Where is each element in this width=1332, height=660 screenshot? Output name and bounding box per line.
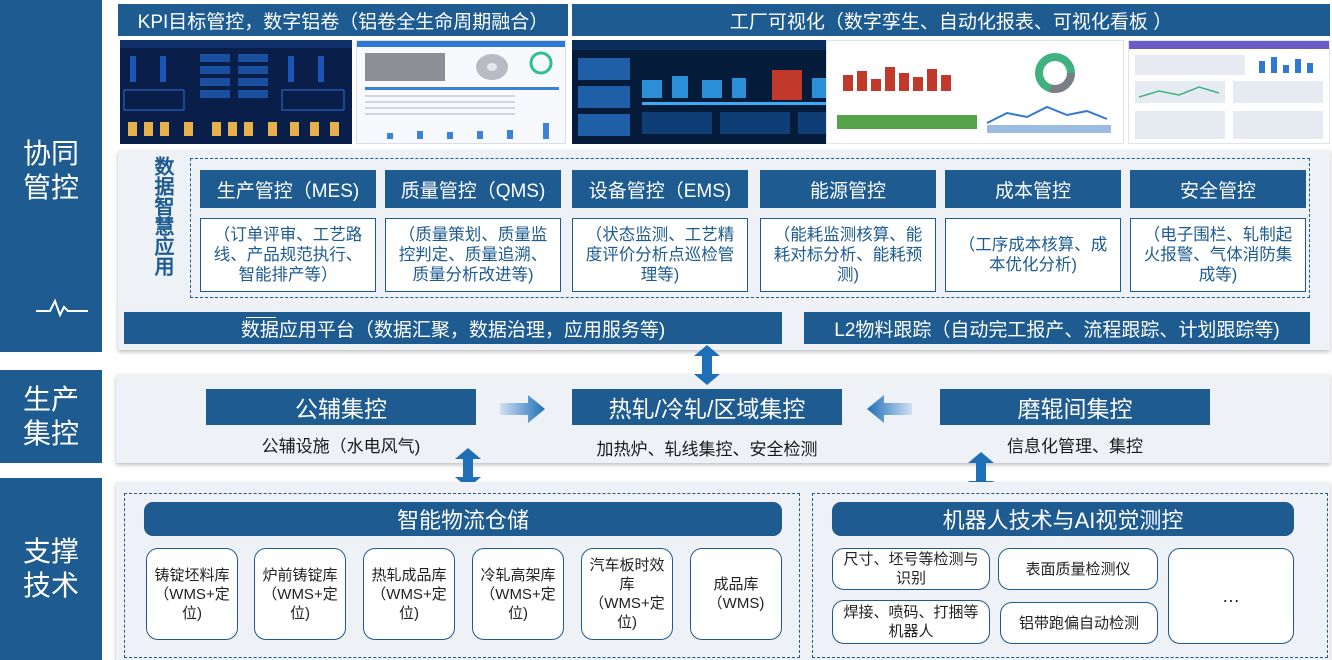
modules-dashed-frame	[190, 158, 1310, 298]
module-desc-ems: （状态监测、工艺精度评价分析点巡检管理等)	[572, 218, 748, 292]
report-thumbnail	[826, 40, 1124, 144]
logistics-title-bar: 智能物流仓储	[144, 502, 782, 536]
factory-header-text: 工厂可视化（数字孪生、自动化报表、可视化看板 ）	[729, 11, 1173, 33]
rolling-control-title: 热轧/冷轧/区域集控	[608, 396, 806, 422]
section-label-production-control: 生产 集控	[0, 370, 102, 463]
warehouse-cold-highbay: 冷轧高架库（WMS+定位)	[472, 548, 564, 640]
data-app-vertical-label: 数据智慧应用	[144, 156, 174, 276]
kpi-header: KPI目标管控，数字铝卷（铝卷全生命周期融合）	[118, 4, 568, 36]
l2-bar: L2物料跟踪（自动完工报产、流程跟踪、计划跟踪等)	[804, 312, 1310, 344]
warehouse-ingot-blank: 铸锭坯料库（WMS+定位)	[146, 548, 238, 640]
arrow-left-icon	[867, 395, 912, 423]
arrow-right-icon	[500, 395, 545, 423]
utility-control-box: 公辅集控	[206, 389, 476, 425]
digital-coil-thumbnail	[356, 40, 566, 144]
module-title-mes: 生产管控（MES)	[200, 170, 376, 208]
double-arrow-vertical-icon	[694, 345, 720, 385]
board-thumbnail	[1128, 40, 1330, 144]
module-title-cost: 成本管控	[945, 170, 1121, 208]
section-top-text: 协同 管控	[22, 138, 79, 203]
warehouse-finished: 成品库（WMS)	[690, 548, 782, 640]
data-platform-text: 数据应用平台（数据汇聚，数据治理，应用服务等)	[240, 319, 666, 341]
module-desc-mes: （订单评审、工艺路线、产品规范执行、智能排产等）	[200, 218, 376, 292]
utility-control-title: 公辅集控	[295, 396, 387, 422]
logistics-title-text: 智能物流仓储	[396, 508, 529, 533]
pulse-line-icon	[36, 298, 88, 318]
roll-shop-control-title: 磨辊间集控	[1017, 396, 1133, 422]
section-mid-text: 生产 集控	[22, 383, 79, 449]
section-label-support-tech: 支撑 技术	[0, 478, 102, 660]
robot-item-deviation-detect: 铝带跑偏自动检测	[1000, 602, 1158, 644]
roll-shop-control-desc: 信息化管理、集控	[1007, 437, 1143, 456]
roll-shop-control-box: 磨辊间集控	[940, 389, 1210, 425]
factory-header: 工厂可视化（数字孪生、自动化报表、可视化看板 ）	[572, 4, 1330, 36]
kpi-dashboard-thumbnail	[120, 40, 352, 144]
module-title-qms: 质量管控（QMS)	[385, 170, 561, 208]
platform-connector	[246, 306, 276, 318]
warehouse-furnace-ingot: 炉前铸锭库（WMS+定位)	[254, 548, 346, 640]
logistics-dashed-frame	[124, 493, 800, 658]
robot-dashed-frame	[812, 493, 1328, 658]
data-app-label-text: 数据智慧应用	[151, 156, 173, 276]
robot-title-bar: 机器人技术与AI视觉测控	[832, 502, 1294, 536]
rolling-control-desc: 加热炉、轧线集控、安全检测	[596, 440, 818, 459]
warehouse-hot-finished: 热轧成品库（WMS+定位)	[363, 548, 455, 640]
module-desc-qms: （质量策划、质量监控判定、质量追溯、质量分析改进等)	[385, 218, 561, 292]
double-arrow-vertical-icon	[455, 448, 481, 488]
section-label-collaborative-control: 协同 管控	[0, 0, 102, 352]
robot-item-size-detect: 尺寸、坯号等检测与识别	[832, 548, 990, 590]
module-title-energy: 能源管控	[760, 170, 936, 208]
rolling-control-box: 热轧/冷轧/区域集控	[572, 389, 842, 425]
robot-item-more: …	[1168, 548, 1294, 644]
module-desc-energy: （能耗监测核算、能耗对标分析、能耗预测)	[760, 218, 936, 292]
module-desc-cost: （工序成本核算、成本优化分析)	[945, 218, 1121, 292]
l2-text: L2物料跟踪（自动完工报产、流程跟踪、计划跟踪等)	[834, 319, 1280, 341]
warehouse-auto-aging: 汽车板时效库（WMS+定位)	[581, 548, 673, 640]
utility-control-desc: 公辅设施（水电风气)	[261, 437, 421, 456]
kpi-header-text: KPI目标管控，数字铝卷（铝卷全生命周期融合）	[137, 11, 549, 33]
module-title-safety: 安全管控	[1130, 170, 1306, 208]
data-platform-bar: 数据应用平台（数据汇聚，数据治理，应用服务等)	[124, 312, 782, 344]
module-title-ems: 设备管控（EMS)	[572, 170, 748, 208]
robot-title-text: 机器人技术与AI视觉测控	[942, 508, 1184, 533]
section-bottom-text: 支撑 技术	[22, 536, 79, 601]
robot-item-surface-detect: 表面质量检测仪	[998, 548, 1158, 590]
module-desc-safety: （电子围栏、轧制起火报警、气体消防集成等)	[1130, 218, 1306, 292]
robot-item-welding-robot: 焊接、喷码、打捆等机器人	[832, 600, 990, 644]
